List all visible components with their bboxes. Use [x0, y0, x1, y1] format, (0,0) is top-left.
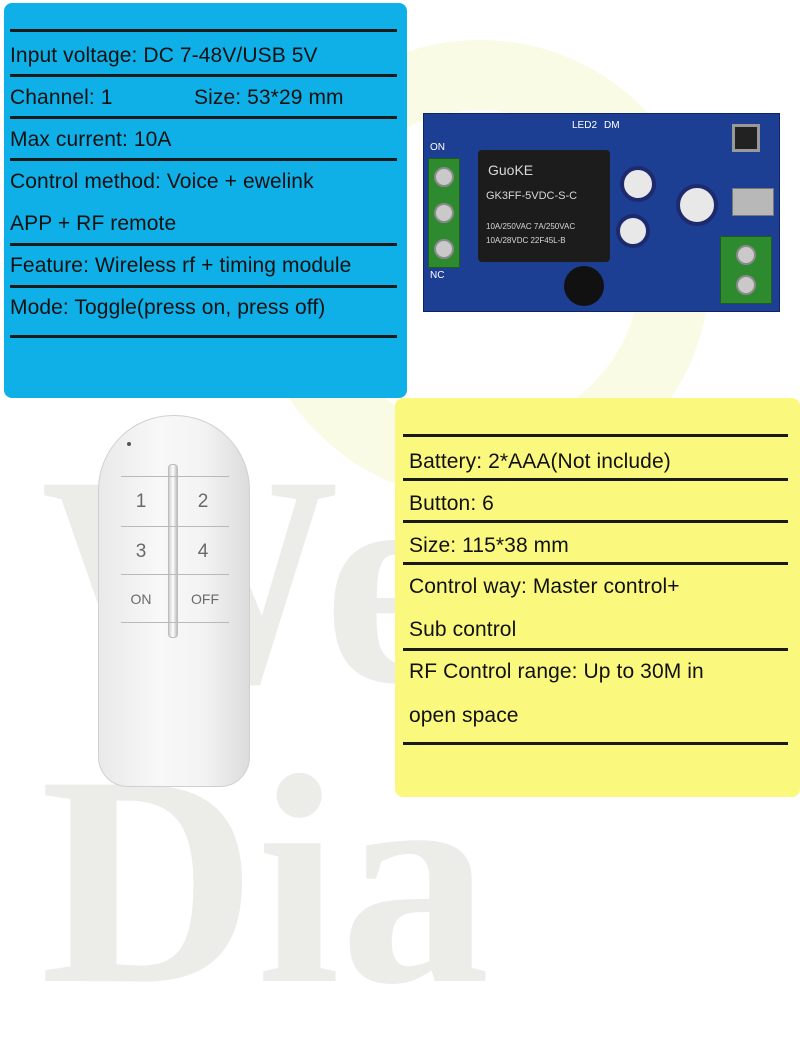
rule	[10, 74, 397, 77]
remote-button-off: OFF	[191, 591, 219, 607]
relay-rating-1: 10A/250VAC 7A/250VAC	[486, 222, 576, 231]
capacitor	[620, 166, 656, 202]
spec-battery: Battery: 2*AAA(Not include)	[409, 450, 671, 473]
button-divider	[168, 464, 178, 638]
silk-led: LED2	[572, 120, 598, 131]
remote-button-2: 2	[197, 491, 209, 512]
remote-button-3: 3	[135, 541, 147, 562]
spec-button-count: Button: 6	[409, 492, 494, 515]
usb-port	[732, 188, 774, 216]
relay-brand: GuoKE	[488, 162, 534, 178]
spec-channel: Channel: 1	[10, 86, 113, 109]
spec-input-voltage: Input voltage: DC 7-48V/USB 5V	[10, 44, 318, 67]
screw	[434, 167, 454, 187]
push-button	[732, 124, 760, 152]
rule	[10, 243, 397, 246]
button-rule	[121, 574, 229, 575]
terminal-block-left	[428, 158, 460, 268]
rule	[403, 742, 788, 745]
spec-rf-range-cont: open space	[409, 704, 519, 727]
spec-control-way-cont: Sub control	[409, 618, 517, 641]
remote-button-on: ON	[130, 591, 152, 607]
spec-rf-range: RF Control range: Up to 30M in	[409, 660, 704, 683]
rule	[403, 520, 788, 523]
remote-button-1: 1	[135, 491, 147, 512]
label-on: ON	[430, 142, 445, 153]
relay-rating-2: 10A/28VDC 22F45L-B	[486, 236, 566, 245]
board-spec-panel: Input voltage: DC 7-48V/USB 5V Channel: …	[4, 3, 407, 398]
spec-control-method-cont: APP + RF remote	[10, 212, 177, 235]
button-rule	[121, 622, 229, 623]
button-rule	[121, 526, 229, 527]
screw	[434, 203, 454, 223]
rule	[403, 562, 788, 565]
relay: GuoKE GK3FF-5VDC-S-C 10A/250VAC 7A/250VA…	[478, 150, 610, 262]
rule	[403, 478, 788, 481]
label-nc: NC	[430, 270, 445, 281]
spec-mode: Mode: Toggle(press on, press off)	[10, 296, 326, 319]
spec-control-way: Control way: Master control+	[409, 575, 680, 598]
rule	[10, 158, 397, 161]
remote-spec-panel: Battery: 2*AAA(Not include) Button: 6 Si…	[395, 398, 800, 797]
button-rule	[121, 476, 229, 477]
capacitor	[676, 184, 718, 226]
spec-control-method: Control method: Voice + ewelink	[10, 170, 314, 193]
spec-board-size: Size: 53*29 mm	[194, 86, 344, 109]
capacitor	[616, 214, 650, 248]
terminal-block-right	[720, 236, 772, 304]
led-indicator	[127, 442, 131, 446]
rule	[403, 434, 788, 437]
rule	[10, 29, 397, 32]
spec-remote-size: Size: 115*38 mm	[409, 534, 569, 557]
spec-max-current: Max current: 10A	[10, 128, 172, 151]
rule	[403, 648, 788, 651]
silk-dm: DM	[604, 120, 620, 131]
screw	[434, 239, 454, 259]
relay-board-image: ON NC GuoKE GK3FF-5VDC-S-C 10A/250VAC 7A…	[423, 113, 780, 312]
rule	[10, 116, 397, 119]
rf-remote-image: 1 2 3 4 ON OFF	[98, 415, 250, 787]
relay-model: GK3FF-5VDC-S-C	[486, 190, 578, 202]
screw	[736, 275, 756, 295]
remote-button-4: 4	[197, 541, 209, 562]
rule	[10, 335, 397, 338]
rule	[10, 285, 397, 288]
inductor	[564, 266, 604, 306]
screw	[736, 245, 756, 265]
spec-feature: Feature: Wireless rf + timing module	[10, 254, 352, 277]
